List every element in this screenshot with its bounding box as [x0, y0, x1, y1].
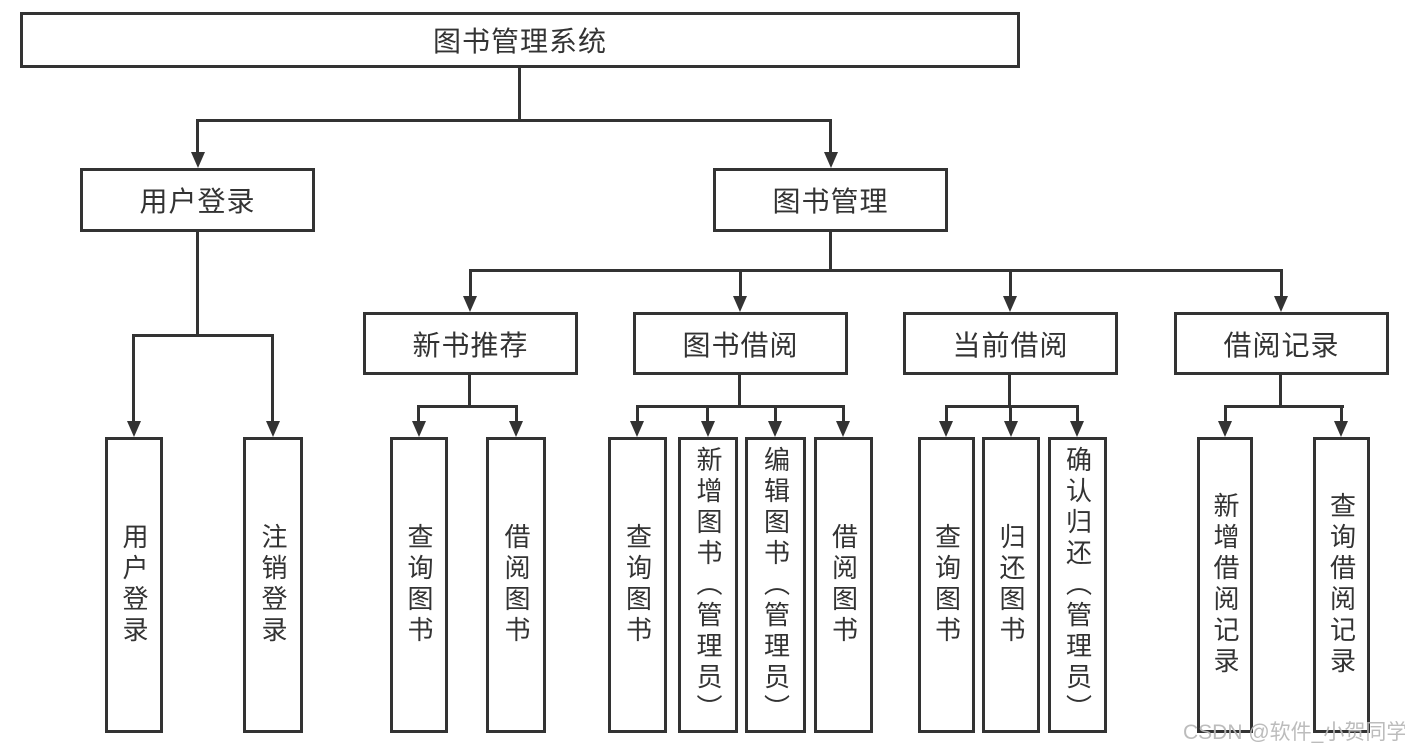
- node-label: 图书借阅: [682, 329, 799, 361]
- connector-line: [1279, 375, 1282, 408]
- connector-line: [196, 119, 199, 154]
- leaf-label: 编辑图书（管理员）: [760, 445, 791, 725]
- connector-line: [1076, 405, 1079, 423]
- leaf-user-login: 用户登录: [105, 437, 163, 733]
- leaf-return-books: 归还图书: [982, 437, 1040, 733]
- connector-line: [842, 405, 845, 423]
- connector-line: [774, 405, 777, 423]
- arrowhead-icon: [939, 421, 953, 437]
- leaf-label: 用户登录: [119, 523, 149, 647]
- arrowhead-icon: [509, 421, 523, 437]
- leaf-label: 借阅图书: [828, 523, 859, 647]
- connector-line: [417, 405, 420, 423]
- leaf-label: 查询借阅记录: [1326, 492, 1357, 678]
- connector-line: [132, 334, 135, 423]
- leaf-query-books-recommend: 查询图书: [390, 437, 448, 733]
- node-label: 新书推荐: [412, 329, 529, 361]
- node-borrowing-records: 借阅记录: [1174, 312, 1389, 375]
- connector-line: [738, 375, 741, 408]
- connector-line: [469, 269, 1283, 272]
- leaf-query-books-current: 查询图书: [918, 437, 975, 733]
- leaf-edit-books-admin: 编辑图书（管理员）: [745, 437, 806, 733]
- connector-line: [1340, 405, 1343, 423]
- connector-line: [271, 334, 274, 423]
- arrowhead-icon: [463, 296, 477, 312]
- connector-line: [518, 68, 521, 121]
- leaf-borrow-books: 借阅图书: [814, 437, 873, 733]
- connector-line: [636, 405, 639, 423]
- leaf-add-books-admin: 新增图书（管理员）: [678, 437, 738, 733]
- leaf-label: 借阅图书: [501, 523, 531, 647]
- node-label: 图书管理: [772, 186, 889, 217]
- arrowhead-icon: [1334, 421, 1348, 437]
- leaf-label: 归还图书: [996, 523, 1026, 647]
- connector-line: [829, 232, 832, 272]
- node-label: 借阅记录: [1223, 329, 1340, 361]
- leaf-label: 注销登录: [258, 523, 288, 647]
- connector-line: [417, 405, 518, 408]
- connector-line: [1009, 269, 1012, 297]
- node-new-book-recommend: 新书推荐: [363, 312, 578, 375]
- arrowhead-icon: [127, 421, 141, 437]
- arrowhead-icon: [266, 421, 280, 437]
- leaf-confirm-return-admin: 确认归还（管理员）: [1048, 437, 1107, 733]
- connector-line: [1280, 269, 1283, 297]
- connector-line: [945, 405, 1079, 408]
- leaf-logout: 注销登录: [243, 437, 303, 733]
- leaf-label: 查询图书: [931, 523, 962, 647]
- node-label: 当前借阅: [952, 329, 1069, 361]
- arrowhead-icon: [768, 421, 782, 437]
- connector-line: [945, 405, 948, 423]
- connector-line: [515, 405, 518, 423]
- connector-line: [196, 232, 199, 337]
- arrowhead-icon: [1003, 296, 1017, 312]
- arrowhead-icon: [630, 421, 644, 437]
- connector-line: [1224, 405, 1344, 408]
- connector-line: [829, 119, 832, 154]
- node-current-borrowing: 当前借阅: [903, 312, 1118, 375]
- node-label: 用户登录: [139, 186, 256, 217]
- leaf-label: 查询图书: [622, 523, 653, 647]
- node-label: 图书管理系统: [432, 26, 607, 57]
- node-library-system: 图书管理系统: [20, 12, 1020, 68]
- connector-line: [706, 405, 709, 423]
- arrowhead-icon: [1070, 421, 1084, 437]
- arrowhead-icon: [1004, 421, 1018, 437]
- leaf-label: 确认归还（管理员）: [1062, 445, 1093, 725]
- connector-line: [739, 269, 742, 297]
- arrowhead-icon: [1274, 296, 1288, 312]
- connector-line: [1008, 375, 1011, 408]
- arrowhead-icon: [733, 296, 747, 312]
- connector-line: [636, 405, 845, 408]
- node-book-borrowing: 图书借阅: [633, 312, 848, 375]
- arrowhead-icon: [836, 421, 850, 437]
- arrowhead-icon: [191, 152, 205, 168]
- connector-line: [1224, 405, 1227, 423]
- node-book-management: 图书管理: [713, 168, 948, 232]
- arrowhead-icon: [701, 421, 715, 437]
- connector-line: [469, 269, 472, 297]
- connector-line: [1009, 405, 1012, 423]
- node-user-login: 用户登录: [80, 168, 315, 232]
- leaf-query-books-borrowing: 查询图书: [608, 437, 667, 733]
- leaf-add-borrow-record: 新增借阅记录: [1197, 437, 1253, 733]
- arrowhead-icon: [824, 152, 838, 168]
- connector-line: [132, 334, 274, 337]
- leaf-label: 新增图书（管理员）: [693, 445, 723, 725]
- leaf-borrow-books-recommend: 借阅图书: [486, 437, 546, 733]
- arrowhead-icon: [412, 421, 426, 437]
- arrowhead-icon: [1218, 421, 1232, 437]
- leaf-label: 新增借阅记录: [1210, 492, 1240, 678]
- leaf-query-borrow-record: 查询借阅记录: [1313, 437, 1370, 733]
- connector-line: [196, 119, 832, 122]
- csdn-watermark: CSDN @软件_小贺同学: [1183, 721, 1405, 744]
- connector-line: [468, 375, 471, 408]
- leaf-label: 查询图书: [404, 523, 434, 647]
